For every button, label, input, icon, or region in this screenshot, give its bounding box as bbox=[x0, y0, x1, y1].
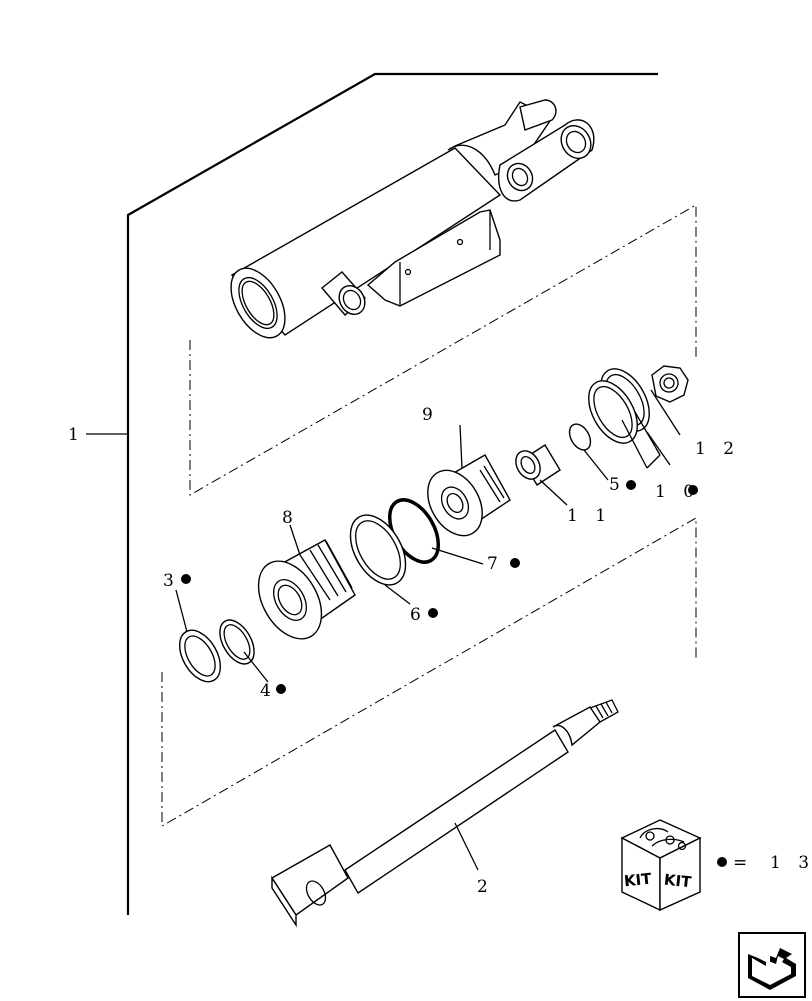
callout-6: 6 bbox=[410, 605, 427, 625]
kit-legend-number: 1 3 bbox=[770, 853, 812, 873]
part-piston bbox=[427, 454, 511, 537]
part-piston-rod bbox=[271, 699, 619, 928]
part-backup-ring bbox=[349, 514, 407, 586]
assembly-bracket bbox=[86, 72, 658, 915]
kit-dot-7 bbox=[510, 558, 520, 568]
kit-dot-6 bbox=[428, 608, 438, 618]
part-ring-set bbox=[588, 368, 650, 444]
cylinder-barrel bbox=[230, 99, 595, 339]
part-spacer bbox=[515, 444, 561, 486]
kit-dot-5 bbox=[626, 480, 636, 490]
part-nut bbox=[651, 365, 689, 403]
explode-guide-lines bbox=[161, 204, 697, 827]
callout-7: 7 bbox=[487, 554, 504, 574]
callout-labels: 1 2 3 4 5 6 7 8 9 1 0 1 1 1 2 bbox=[68, 405, 740, 897]
callout-4: 4 bbox=[260, 681, 277, 701]
callout-12: 1 2 bbox=[695, 439, 740, 459]
part-seal bbox=[178, 629, 222, 683]
callout-9: 9 bbox=[422, 405, 439, 425]
part-small-o-ring bbox=[568, 423, 592, 451]
kit-box-icon: KIT KIT bbox=[620, 819, 702, 912]
kit-legend-dot bbox=[717, 857, 727, 867]
kit-dot-3 bbox=[181, 574, 191, 584]
callout-3: 3 bbox=[163, 571, 180, 591]
callout-5: 5 bbox=[609, 475, 626, 495]
kit-indicator-dots bbox=[181, 480, 698, 694]
callout-2: 2 bbox=[477, 877, 494, 897]
kit-legend-equals: = bbox=[733, 853, 753, 873]
callout-8: 8 bbox=[282, 508, 299, 528]
callout-1: 1 bbox=[68, 425, 85, 445]
return-button[interactable] bbox=[738, 932, 806, 998]
callout-11: 1 1 bbox=[567, 506, 612, 526]
return-arrow-icon bbox=[748, 948, 796, 990]
callout-10: 1 0 bbox=[655, 482, 700, 502]
kit-box-label-2: KIT bbox=[663, 871, 693, 892]
kit-dot-4 bbox=[276, 684, 286, 694]
kit-dot-10 bbox=[688, 485, 698, 495]
kit-box-label-1: KIT bbox=[623, 870, 653, 891]
kit-legend: KIT KIT = 1 3 bbox=[620, 819, 812, 912]
leader-lines bbox=[175, 389, 681, 871]
part-gland bbox=[257, 539, 356, 640]
